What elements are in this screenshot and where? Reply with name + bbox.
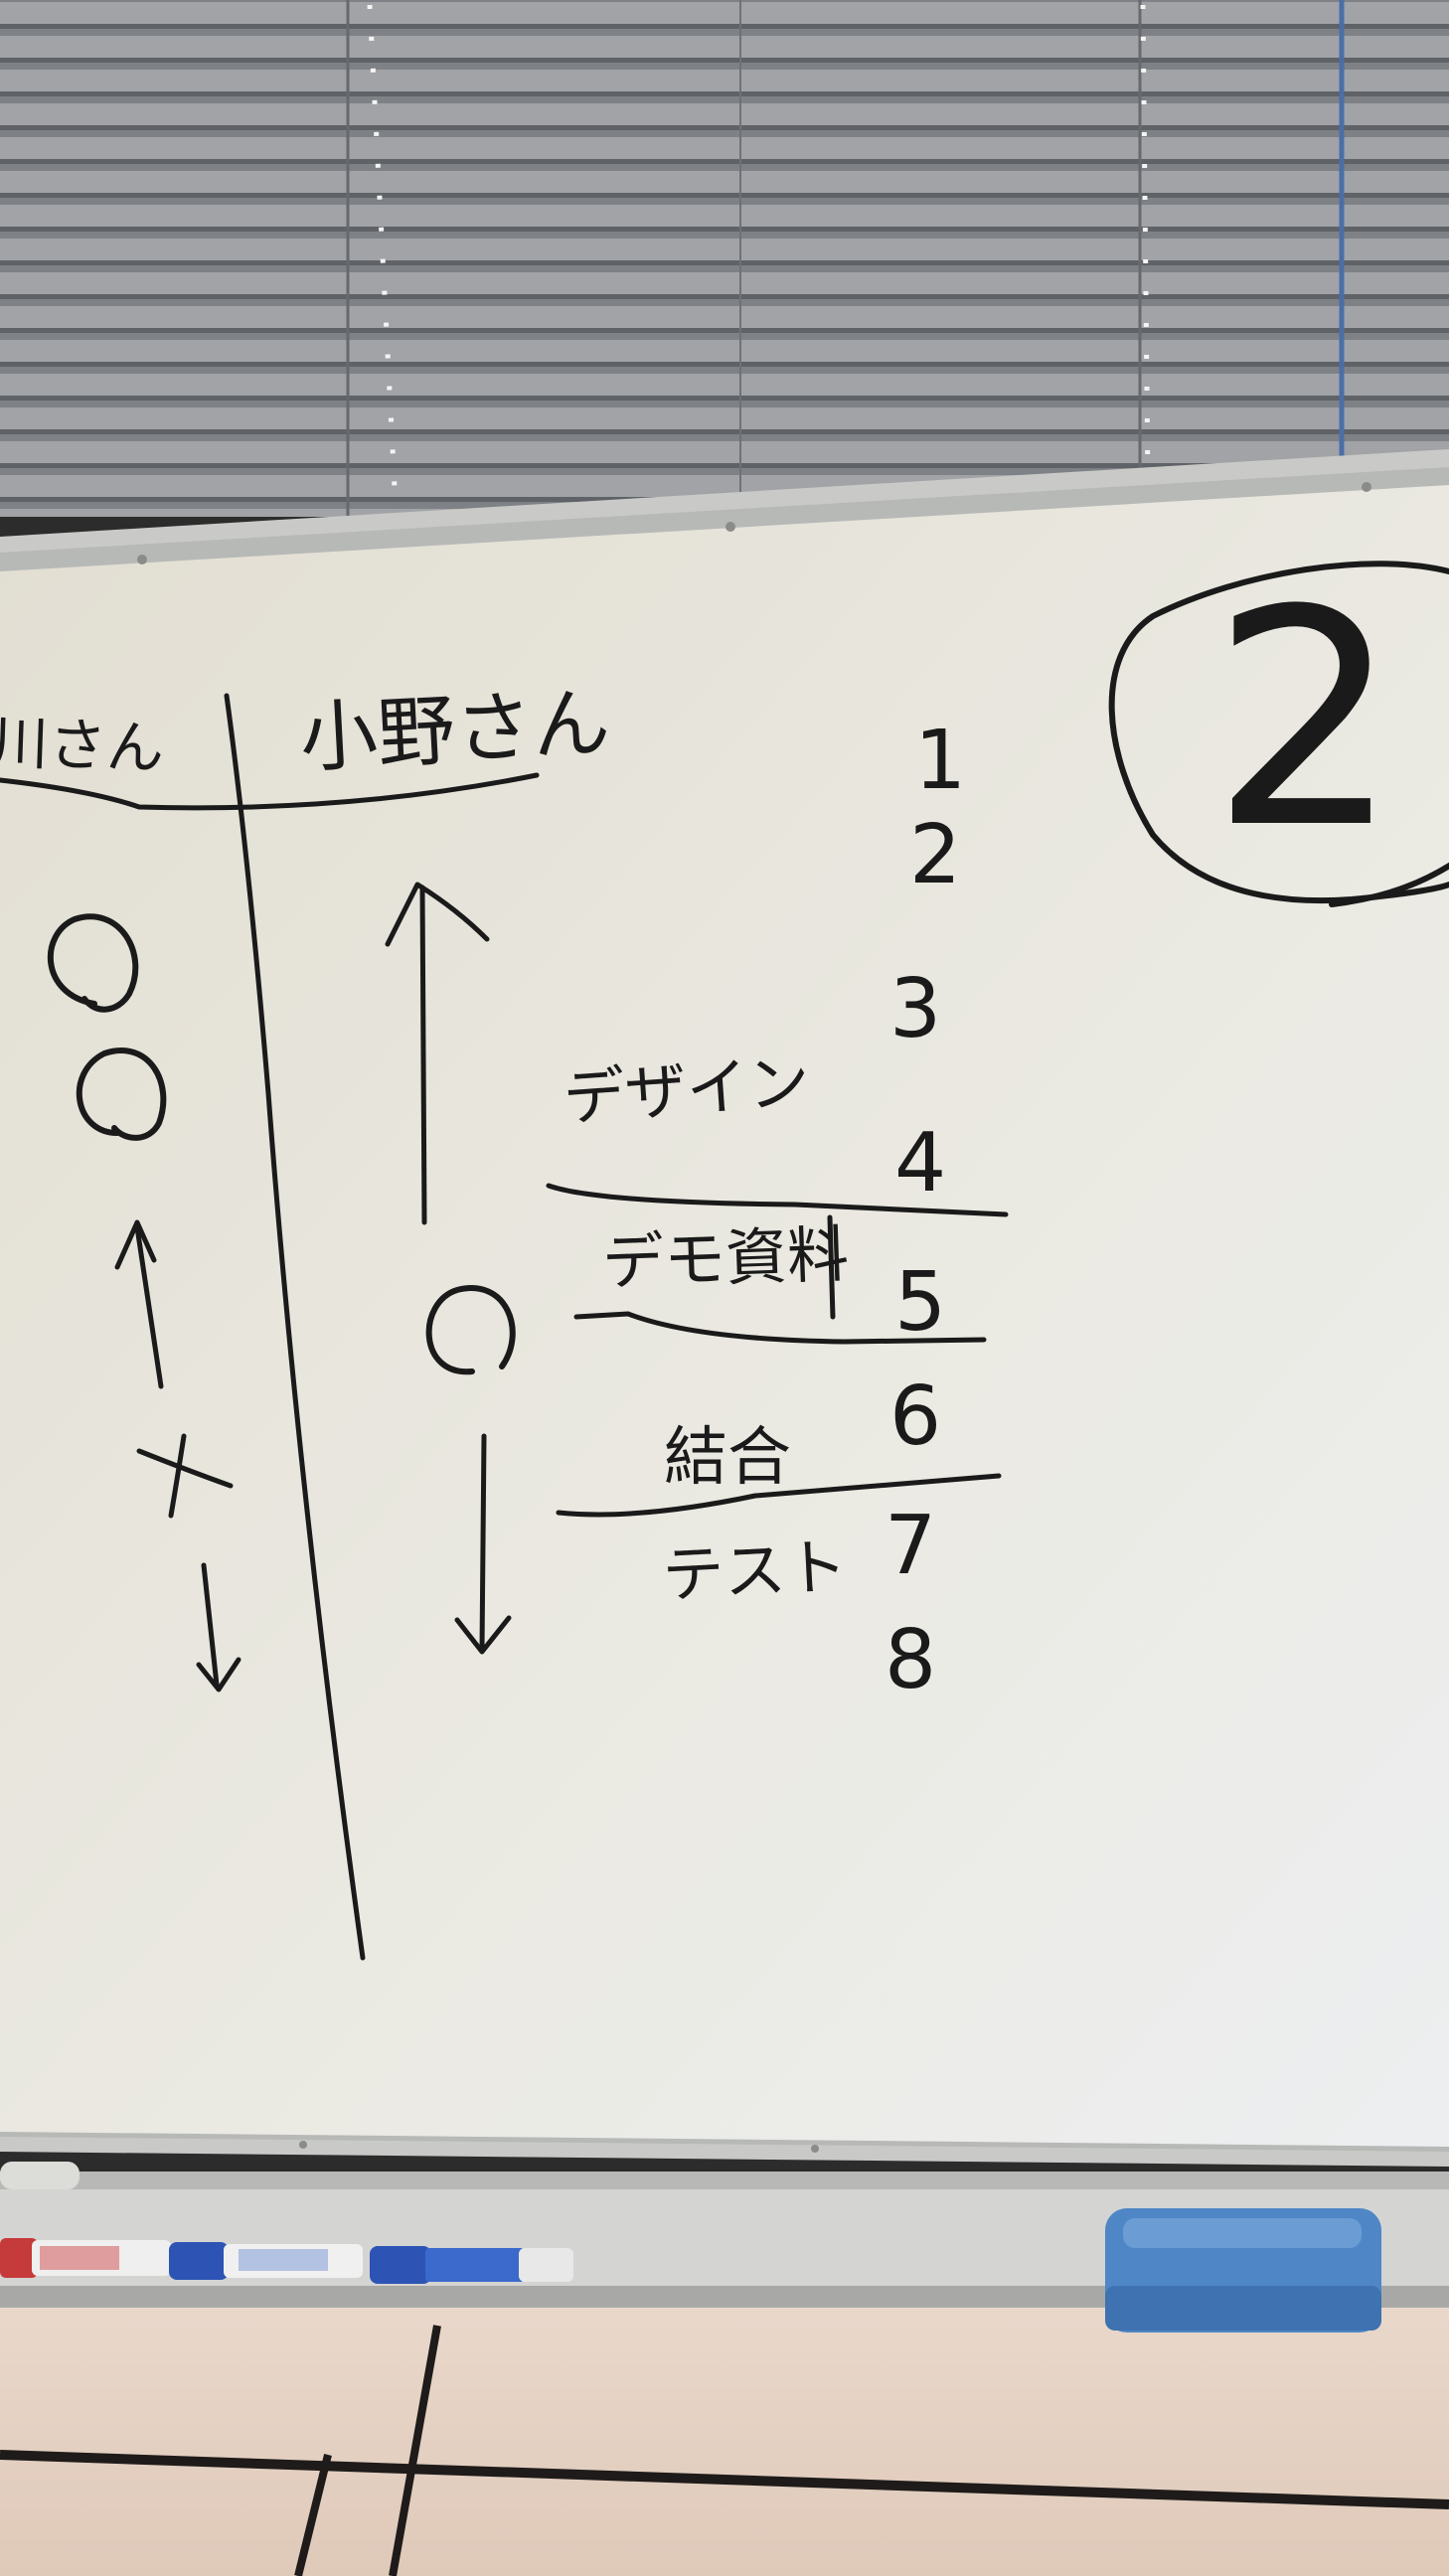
left-circle-1 — [47, 913, 139, 1013]
number-4: 4 — [894, 1116, 947, 1210]
blue-marker-2 — [370, 2246, 573, 2284]
red-marker — [0, 2238, 171, 2278]
heading-left-partial: 川さん — [0, 709, 166, 783]
left-cross-mark — [136, 1448, 234, 1489]
circled-number: 2 — [1210, 547, 1400, 893]
left-circle-2 — [76, 1047, 167, 1141]
header-underline — [0, 772, 540, 811]
number-7: 7 — [885, 1499, 937, 1593]
right-arrow-up — [419, 885, 427, 1225]
phase-label-integration: 結合 — [664, 1421, 791, 1495]
phase-label-test: テスト — [660, 1530, 850, 1612]
left-arrow-down — [201, 1562, 220, 1688]
right-circle — [425, 1285, 516, 1375]
heading-right: 小野さん — [297, 678, 612, 784]
blue-marker-1 — [169, 2242, 363, 2280]
eraser — [1105, 2208, 1381, 2333]
number-5: 5 — [894, 1255, 947, 1350]
phase-line-2 — [573, 1311, 987, 1345]
window-blinds — [0, 0, 1449, 517]
number-1: 1 — [914, 714, 967, 808]
phase-label-demo-materials: デモ資料 — [600, 1217, 851, 1299]
right-arrow-down — [479, 1433, 487, 1653]
phase-label-design: デザイン — [561, 1045, 813, 1135]
number-3: 3 — [889, 962, 942, 1056]
column-divider — [224, 693, 366, 1961]
phase-line-3 — [556, 1473, 1002, 1518]
number-2: 2 — [909, 808, 962, 902]
number-6: 6 — [889, 1369, 942, 1464]
desk — [0, 2286, 1449, 2576]
number-8: 8 — [885, 1613, 937, 1707]
left-arrow-up — [134, 1224, 164, 1389]
phase-line-1 — [546, 1183, 1009, 1217]
whiteboard-surface — [0, 485, 1449, 2147]
